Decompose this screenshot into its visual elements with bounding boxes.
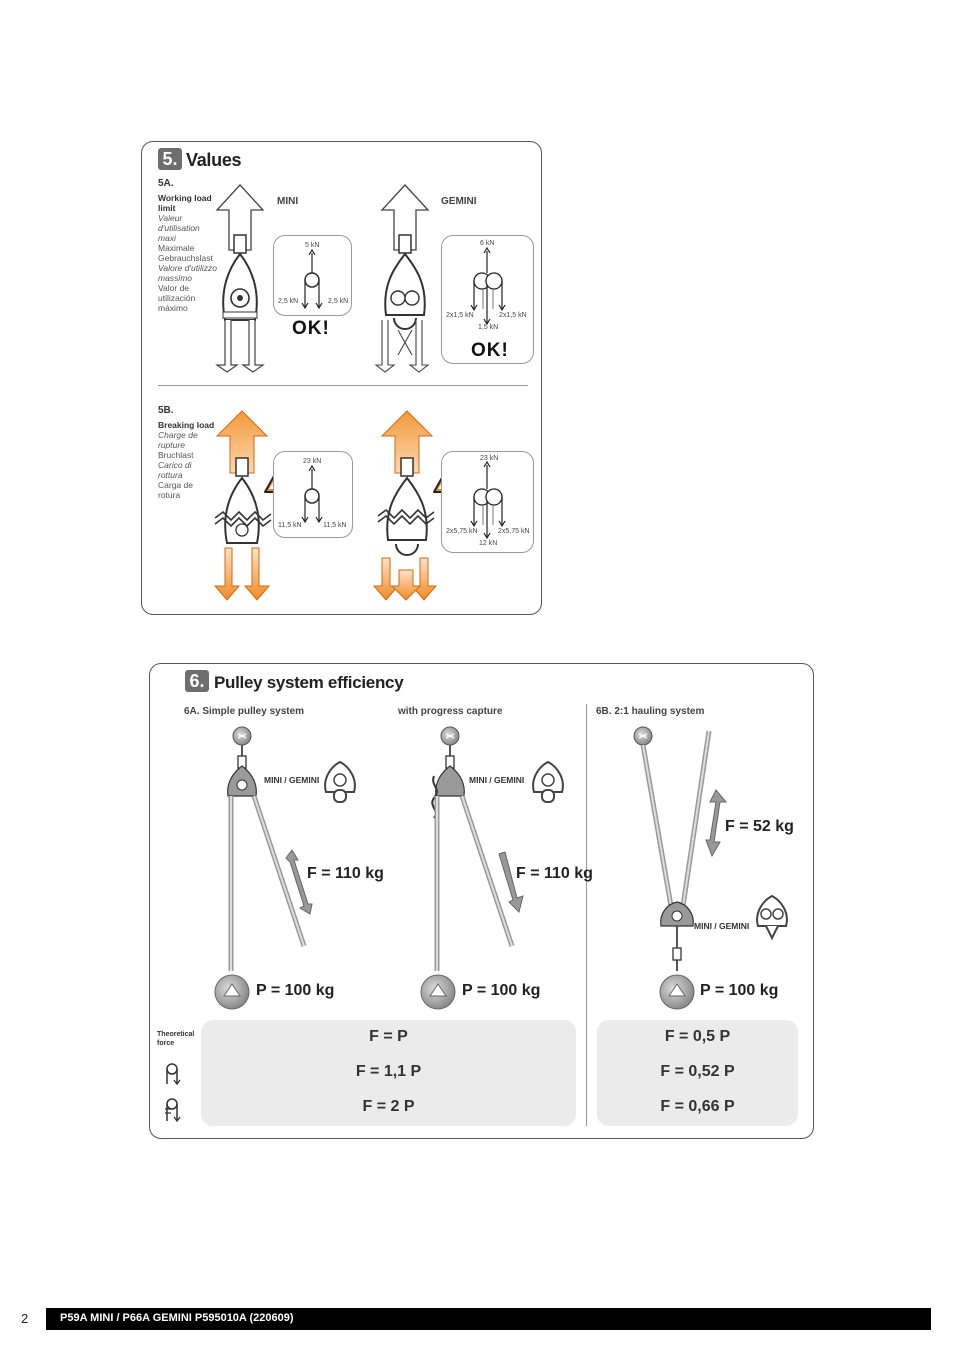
double-arrow-icon xyxy=(705,789,728,858)
hauling-system-illustration xyxy=(633,726,712,971)
section-6-badge: 6. xyxy=(185,670,209,692)
section-6-divider xyxy=(586,704,587,1126)
formula-b-2: F = 0,52 P xyxy=(660,1063,735,1080)
page-number: 2 xyxy=(21,1311,29,1326)
section-5b-label: 5B. xyxy=(158,405,174,416)
load-progress-label: P = 100 kg xyxy=(462,982,541,999)
gemini-pulley-wll-illustration xyxy=(374,184,430,373)
formulas-a-box: F = P F = 1,1 P F = 2 P xyxy=(201,1020,576,1126)
gemini-ok-text: OK! xyxy=(471,340,509,361)
force-haul-label: F = 52 kg xyxy=(725,818,794,835)
gemini-label: GEMINI xyxy=(441,196,477,207)
footer-bar: P59A MINI / P66A GEMINI P595010A (220609… xyxy=(46,1308,931,1330)
gemini-pulley-breaking-illustration xyxy=(372,410,438,601)
mini-wll-force-diagram xyxy=(301,248,323,310)
section-5-badge: 5. xyxy=(158,148,182,170)
load-simple-label: P = 100 kg xyxy=(256,982,335,999)
mini-pulley-breaking-illustration xyxy=(213,410,272,601)
pulley-device-icon xyxy=(532,760,564,803)
load-haul-label: P = 100 kg xyxy=(700,982,779,999)
mini-mbs-force-diagram xyxy=(301,464,323,524)
section-5a-label: 5A. xyxy=(158,178,174,189)
section-6-title: Pulley system efficiency xyxy=(214,673,404,692)
force-simple-label: F = 110 kg xyxy=(307,865,384,882)
formula-a-3: F = 2 P xyxy=(362,1098,415,1115)
progress-capture-header: with progress capture xyxy=(398,706,503,717)
force-progress-label: F = 110 kg xyxy=(516,865,593,882)
section-5-title: Values xyxy=(186,150,242,170)
simple-device-label: MINI / GEMINI xyxy=(264,775,320,785)
formulas-b-box: F = 0,5 P F = 0,52 P F = 0,66 P xyxy=(597,1020,798,1126)
working-load-description: Working load limit Valeur d'utilisation … xyxy=(158,193,217,313)
load-weight-icon xyxy=(420,974,456,1010)
formula-a-2: F = 1,1 P xyxy=(355,1063,422,1080)
pulley-device-icon xyxy=(324,760,356,803)
progress-device-label: MINI / GEMINI xyxy=(469,775,525,785)
hauling-system-header: 6B. 2:1 hauling system xyxy=(596,706,705,717)
section-5-divider xyxy=(158,385,528,386)
double-arrow-icon xyxy=(285,849,313,915)
formula-b-3: F = 0,66 P xyxy=(660,1098,735,1115)
gemini-wll-force-diagram xyxy=(470,246,506,326)
hauling-device-label: MINI / GEMINI xyxy=(694,921,750,931)
formula-a-1: F = P xyxy=(369,1028,408,1045)
pulley-device-icon xyxy=(756,894,788,941)
simple-pulley-header: 6A. Simple pulley system xyxy=(184,706,305,717)
gemini-mbs-force-diagram xyxy=(470,460,506,540)
theoretical-force-label: Theoretical force xyxy=(157,1031,195,1047)
down-arrow-icon xyxy=(498,851,524,913)
mini-label: MINI xyxy=(277,196,299,207)
progress-capture-illustration xyxy=(431,726,515,971)
mini-ok-text: OK! xyxy=(292,318,330,339)
simple-pulley-illustration xyxy=(227,726,307,971)
footer-text: P59A MINI / P66A GEMINI P595010A (220609… xyxy=(60,1312,294,1324)
simple-rope-icon xyxy=(166,1063,181,1086)
capture-rope-icon xyxy=(165,1098,181,1123)
load-weight-icon xyxy=(214,974,250,1010)
breaking-load-description: Breaking load Charge de rupture Bruchlas… xyxy=(158,420,215,500)
load-weight-icon xyxy=(659,974,695,1010)
mini-pulley-wll-illustration xyxy=(215,184,265,373)
formula-b-1: F = 0,5 P xyxy=(664,1028,731,1045)
